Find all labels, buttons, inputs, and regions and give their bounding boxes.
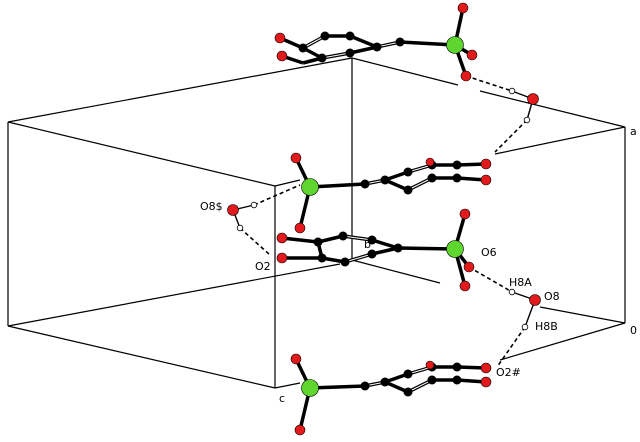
hbond bbox=[253, 184, 301, 206]
oxygen-atom bbox=[527, 93, 539, 105]
hbond bbox=[468, 266, 513, 293]
molecule-upper-middle bbox=[290, 152, 492, 234]
carbon-atoms bbox=[298, 31, 405, 63]
label-o2: O2 bbox=[255, 260, 271, 273]
cell-edge bbox=[499, 322, 626, 361]
molecule-top bbox=[274, 2, 478, 82]
hydrogen-atom bbox=[250, 201, 258, 209]
phosphorus-atom bbox=[301, 379, 319, 397]
cell-edge bbox=[274, 382, 301, 389]
cell-edge bbox=[7, 325, 276, 389]
label-o2-hash: O2# bbox=[496, 366, 521, 379]
axis-label-b: b bbox=[364, 238, 371, 251]
cell-edge bbox=[274, 179, 301, 187]
axis-label-a: a bbox=[630, 125, 637, 138]
oxygen-atoms bbox=[290, 152, 492, 234]
atom-labels: a b c 0 O8$ O2 O6 H8A O8 H8B O2# bbox=[200, 125, 637, 405]
label-o6: O6 bbox=[481, 246, 497, 259]
carbon-atoms bbox=[313, 231, 403, 267]
hydrogen-atom bbox=[508, 288, 516, 296]
label-o8: O8 bbox=[544, 290, 560, 303]
oxygen-atom bbox=[529, 294, 541, 306]
water-o8 bbox=[508, 288, 541, 331]
hydrogen-atom bbox=[521, 323, 529, 331]
hydrogen-atom bbox=[523, 116, 531, 124]
cell-edge bbox=[479, 90, 626, 128]
phosphorus-atom bbox=[446, 36, 464, 54]
origin-label: 0 bbox=[630, 324, 637, 337]
hbond bbox=[496, 326, 526, 368]
hydrogen-atom bbox=[508, 87, 516, 95]
cell-edge bbox=[7, 121, 276, 187]
carbon-atoms bbox=[360, 362, 462, 397]
water-upper bbox=[508, 87, 539, 124]
hbond bbox=[494, 119, 528, 153]
label-o8s: O8$ bbox=[200, 200, 223, 213]
oxygen-atoms bbox=[274, 2, 478, 82]
label-h8a: H8A bbox=[509, 276, 532, 289]
hbond bbox=[465, 75, 513, 92]
molecule-bottom bbox=[290, 353, 492, 436]
phosphorus-atom bbox=[446, 240, 464, 258]
molecule-lower-middle bbox=[276, 208, 475, 292]
cell-edge bbox=[351, 259, 441, 284]
oxygen-atoms bbox=[276, 208, 475, 292]
hbond bbox=[239, 227, 271, 256]
phosphorus-atom bbox=[301, 178, 319, 196]
cell-edge bbox=[351, 57, 459, 86]
hydrogen-atom bbox=[236, 224, 244, 232]
cell-edge bbox=[7, 57, 353, 123]
cell-edge bbox=[539, 306, 626, 324]
hydrogen-bonds bbox=[239, 75, 528, 368]
label-h8b: H8B bbox=[535, 320, 558, 333]
oxygen-atoms bbox=[290, 353, 492, 436]
unit-cell bbox=[7, 57, 626, 389]
axis-label-c: c bbox=[279, 392, 285, 405]
oxygen-atom bbox=[227, 204, 239, 216]
cell-edge bbox=[494, 126, 626, 155]
water-o8s bbox=[227, 201, 258, 232]
cell-edge bbox=[7, 263, 341, 327]
